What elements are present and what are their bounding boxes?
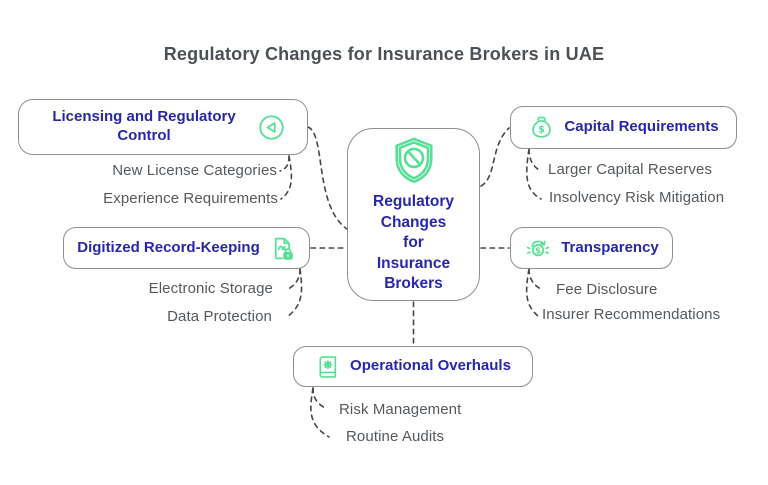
page-title: Regulatory Changes for Insurance Brokers… bbox=[163, 44, 605, 64]
money-circulation-icon: $ bbox=[524, 234, 552, 262]
prev-circle-icon bbox=[257, 113, 286, 142]
svg-text:$: $ bbox=[538, 125, 545, 136]
sub-item-insolvency-risk-mitigation: Insolvency Risk Mitigation bbox=[549, 189, 725, 206]
center-node-label: Regulatory Changes for Insurance Brokers bbox=[373, 193, 454, 293]
connector-digitized-sub1 bbox=[287, 268, 301, 290]
sub-item-data-protection: Data Protection bbox=[167, 308, 272, 325]
connector-operational-sub2 bbox=[310, 387, 330, 438]
sub-item-new-license-categories: New License Categories bbox=[112, 162, 277, 179]
sub-item-risk-management: Risk Management bbox=[339, 401, 462, 418]
connector-digitized-sub2 bbox=[286, 268, 303, 318]
connector-transparency-sub2 bbox=[525, 268, 539, 317]
sub-item-larger-capital-reserves: Larger Capital Reserves bbox=[548, 161, 713, 178]
svg-text:$: $ bbox=[535, 247, 541, 257]
connector-licensing-sub2 bbox=[280, 155, 293, 200]
connector-licensing-center bbox=[307, 126, 348, 230]
connector-capital-sub2 bbox=[526, 148, 542, 200]
connector-transparency-sub1 bbox=[528, 268, 542, 290]
branch-capital[interactable]: $ Capital Requirements bbox=[510, 106, 737, 149]
branch-licensing[interactable]: Licensing and Regulatory Control bbox=[18, 99, 308, 155]
branch-operational[interactable]: Operational Overhauls bbox=[293, 346, 533, 387]
connector-center-capital bbox=[480, 127, 510, 187]
money-bag-icon: $ bbox=[528, 114, 555, 141]
connector-capital-sub1 bbox=[528, 148, 542, 172]
connector-licensing-sub1 bbox=[279, 155, 290, 172]
document-lock-icon bbox=[269, 235, 296, 262]
branch-digitized-label: Digitized Record-Keeping bbox=[77, 238, 260, 256]
branch-transparency-label: Transparency bbox=[561, 238, 659, 256]
branch-capital-label: Capital Requirements bbox=[564, 118, 719, 136]
sub-item-routine-audits: Routine Audits bbox=[346, 428, 445, 445]
connector-operational-sub1 bbox=[312, 387, 328, 410]
sub-item-experience-requirements: Experience Requirements bbox=[103, 190, 278, 207]
sub-item-insurer-recommendations: Insurer Recommendations bbox=[542, 306, 721, 323]
sub-item-fee-disclosure: Fee Disclosure bbox=[556, 281, 658, 298]
sub-item-electronic-storage: Electronic Storage bbox=[148, 280, 273, 297]
branch-licensing-label: Licensing and Regulatory Control bbox=[52, 108, 236, 144]
branch-operational-label: Operational Overhauls bbox=[350, 357, 511, 375]
shield-slash-icon bbox=[391, 136, 437, 186]
book-gear-icon bbox=[315, 354, 341, 380]
branch-digitized[interactable]: Digitized Record-Keeping bbox=[63, 227, 310, 269]
center-node[interactable]: Regulatory Changes for Insurance Brokers bbox=[347, 128, 480, 301]
branch-transparency[interactable]: $ Transparency bbox=[510, 227, 673, 269]
